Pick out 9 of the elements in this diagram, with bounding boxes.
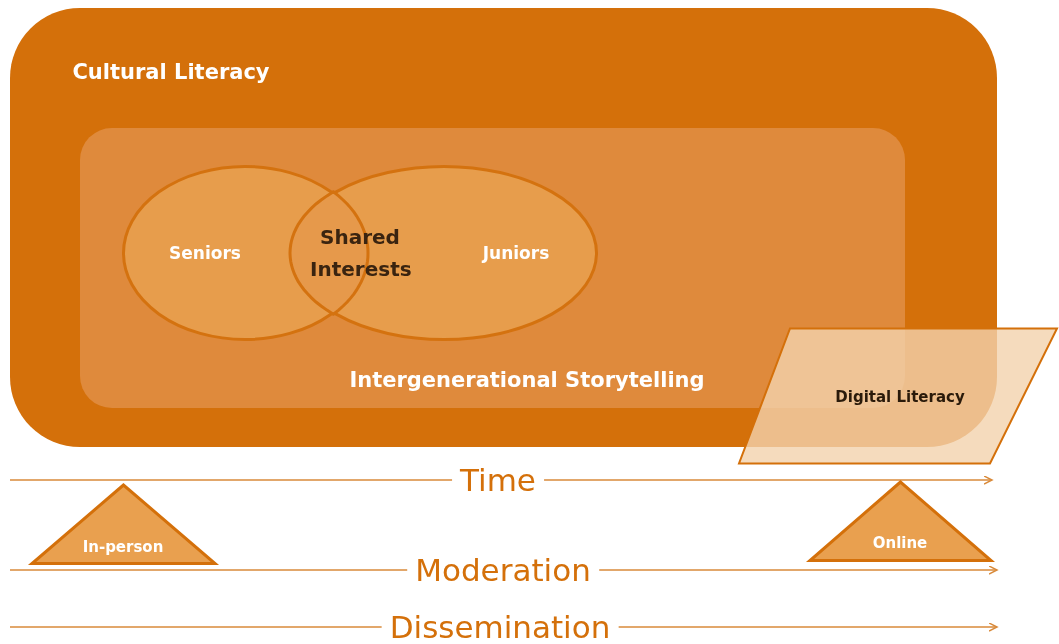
venn-label: Shared Interests xyxy=(310,224,410,283)
shape-label: Online xyxy=(872,534,928,552)
venn-label: Juniors xyxy=(482,243,550,263)
shape-label: Digital Literacy xyxy=(835,388,965,406)
outer-panel xyxy=(10,8,997,447)
panel-title: Cultural Literacy xyxy=(72,60,270,84)
group-title: Intergenerational Storytelling xyxy=(349,368,705,392)
venn-label: Seniors xyxy=(169,243,241,263)
shape-label: In-person xyxy=(82,538,164,556)
